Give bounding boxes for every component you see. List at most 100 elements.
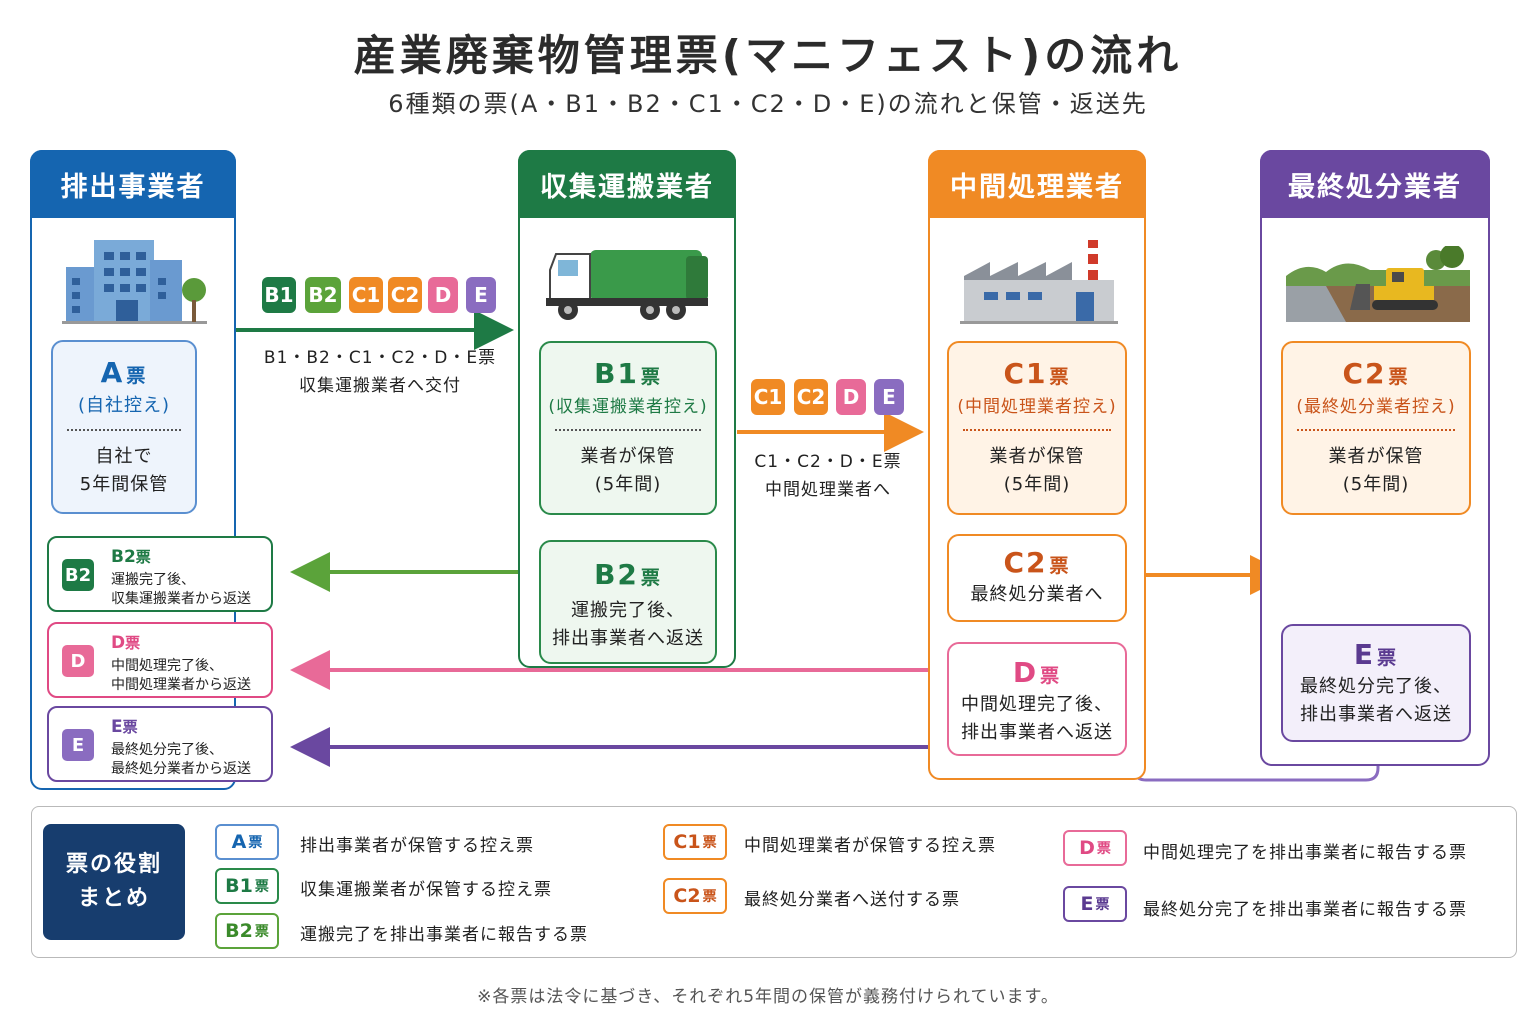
card-c2-title: C2 [1342, 357, 1387, 390]
card-b1-suffix: 票 [640, 366, 662, 388]
card-d-body2: 排出事業者へ返送 [961, 722, 1113, 743]
page-title: 産業廃棄物管理票(マニフェスト)の流れ [353, 31, 1183, 80]
legend-chip-c1-suffix: 票 [702, 835, 717, 851]
legend-chip-a-suffix: 票 [248, 835, 263, 851]
return-card-d-suffix: 票 [125, 634, 141, 652]
card-a-body1: 自社で [95, 446, 153, 467]
flow2-chip-d: D [836, 379, 866, 415]
column-emitter-header: 排出事業者 [30, 150, 236, 218]
card-a-body2: 5年間保管 [79, 474, 169, 495]
flow1-line1: B1・B2・C1・C2・D・E票 [263, 348, 497, 368]
chip-b2: B2 [62, 559, 94, 591]
legend-text-e: 最終処分完了を排出事業者に報告する票 [1143, 900, 1467, 920]
card-c2-sub: (最終処分業者控え) [1296, 397, 1456, 417]
card-c2mid-body1: 最終処分業者へ [970, 584, 1104, 605]
flow2-chip-c2: C2 [794, 379, 828, 415]
flow1-chip-c1: C1 [349, 277, 383, 313]
card-c1-suffix: 票 [1049, 366, 1071, 388]
column-intermediate-header: 中間処理業者 [928, 150, 1146, 218]
legend-chip-c1-label: C1 [673, 831, 701, 853]
legend-text-b1: 収集運搬業者が保管する控え票 [300, 880, 552, 900]
legend-chip-d-suffix: 票 [1096, 841, 1111, 857]
card-b2-suffix: 票 [640, 567, 662, 589]
return-card-d-line2: 中間処理業者から返送 [111, 677, 251, 693]
card-c1-body1: 業者が保管 [989, 446, 1085, 467]
return-card-b2-suffix: 票 [135, 548, 151, 566]
flow1-label: B1・B2・C1・C2・D・E票 収集運搬業者へ交付 [240, 344, 520, 400]
legend-chip-c2-suffix: 票 [702, 889, 717, 905]
legend-chip-c2-label: C2 [673, 885, 701, 907]
flow1-chip-e: E [466, 277, 496, 313]
return-card-b2-line2: 収集運搬業者から返送 [111, 591, 251, 607]
card-b1-sub: (収集運搬業者控え) [548, 397, 708, 417]
card-a-title: A [100, 356, 125, 389]
return-card-e: E E票 最終処分完了後、最終処分業者から返送 [47, 706, 273, 782]
card-b2-body2: 排出事業者へ返送 [552, 628, 704, 649]
garbage-truck-icon [546, 250, 708, 320]
card-d-body1: 中間処理完了後、 [961, 694, 1113, 715]
factory-icon [960, 240, 1118, 324]
legend-chip-e-suffix: 票 [1095, 897, 1110, 913]
return-card-b2: B2 B2票 運搬完了後、収集運搬業者から返送 [47, 536, 273, 612]
card-c1-sub: (中間処理業者控え) [957, 397, 1117, 417]
flow2-label: C1・C2・D・E票 中間処理業者へ [738, 448, 918, 504]
card-e-body2: 排出事業者へ返送 [1300, 704, 1452, 725]
legend-text-c2: 最終処分業者へ送付する票 [744, 890, 960, 910]
flow1-line2: 収集運搬業者へ交付 [299, 376, 461, 396]
card-b1-body1: 業者が保管 [580, 446, 676, 467]
card-b1-title: B1 [594, 357, 639, 390]
card-d-suffix: 票 [1040, 665, 1062, 687]
return-card-e-line1: 最終処分完了後、 [111, 742, 223, 758]
legend-chip-b2-suffix: 票 [254, 924, 269, 940]
return-card-d-title: D [111, 633, 126, 653]
column-final-header: 最終処分業者 [1260, 150, 1490, 218]
legend-chip-d-label: D [1079, 837, 1095, 859]
legend-heading: 票の役割 まとめ [43, 824, 185, 940]
card-a-sub: (自社控え) [77, 395, 171, 416]
card-c1-title: C1 [1003, 357, 1048, 390]
page-subtitle: 6種類の票(A・B1・B2・C1・C2・D・E)の流れと保管・返送先 [388, 90, 1148, 118]
card-e-title: E [1353, 638, 1376, 671]
column-collector-header: 収集運搬業者 [518, 150, 736, 218]
office-building-icon [62, 240, 207, 324]
legend-chip-b1-label: B1 [225, 875, 253, 897]
legend-text-c1: 中間処理業者が保管する控え票 [744, 836, 996, 856]
card-e-suffix: 票 [1377, 647, 1399, 669]
card-c2-body1: 業者が保管 [1328, 446, 1424, 467]
chip-e: E [62, 729, 94, 761]
legend-heading-line2: まとめ [77, 886, 150, 911]
legend-text-d: 中間処理完了を排出事業者に報告する票 [1143, 843, 1467, 863]
flow1-chip-b1: B1 [262, 277, 296, 313]
flow1-chip-c2: C2 [388, 277, 422, 313]
bulldozer-landfill-icon [1286, 246, 1470, 322]
return-card-d-line1: 中間処理完了後、 [111, 658, 223, 674]
card-b2-title: B2 [594, 558, 639, 591]
flow2-chip-c1: C1 [751, 379, 785, 415]
return-card-b2-title: B2 [111, 547, 136, 567]
legend-text-a: 排出事業者が保管する控え票 [300, 836, 534, 856]
card-c2-body2: (5年間) [1342, 474, 1410, 495]
return-card-b2-line1: 運搬完了後、 [111, 572, 195, 588]
return-card-e-suffix: 票 [122, 718, 138, 736]
flow1-chip-b2: B2 [305, 277, 341, 313]
legend-chip-e-label: E [1080, 893, 1094, 915]
flow2-chip-e: E [874, 379, 904, 415]
card-b2-body1: 運搬完了後、 [571, 600, 685, 621]
card-b1-body2: (5年間) [594, 474, 662, 495]
flow2-line1: C1・C2・D・E票 [754, 452, 902, 472]
